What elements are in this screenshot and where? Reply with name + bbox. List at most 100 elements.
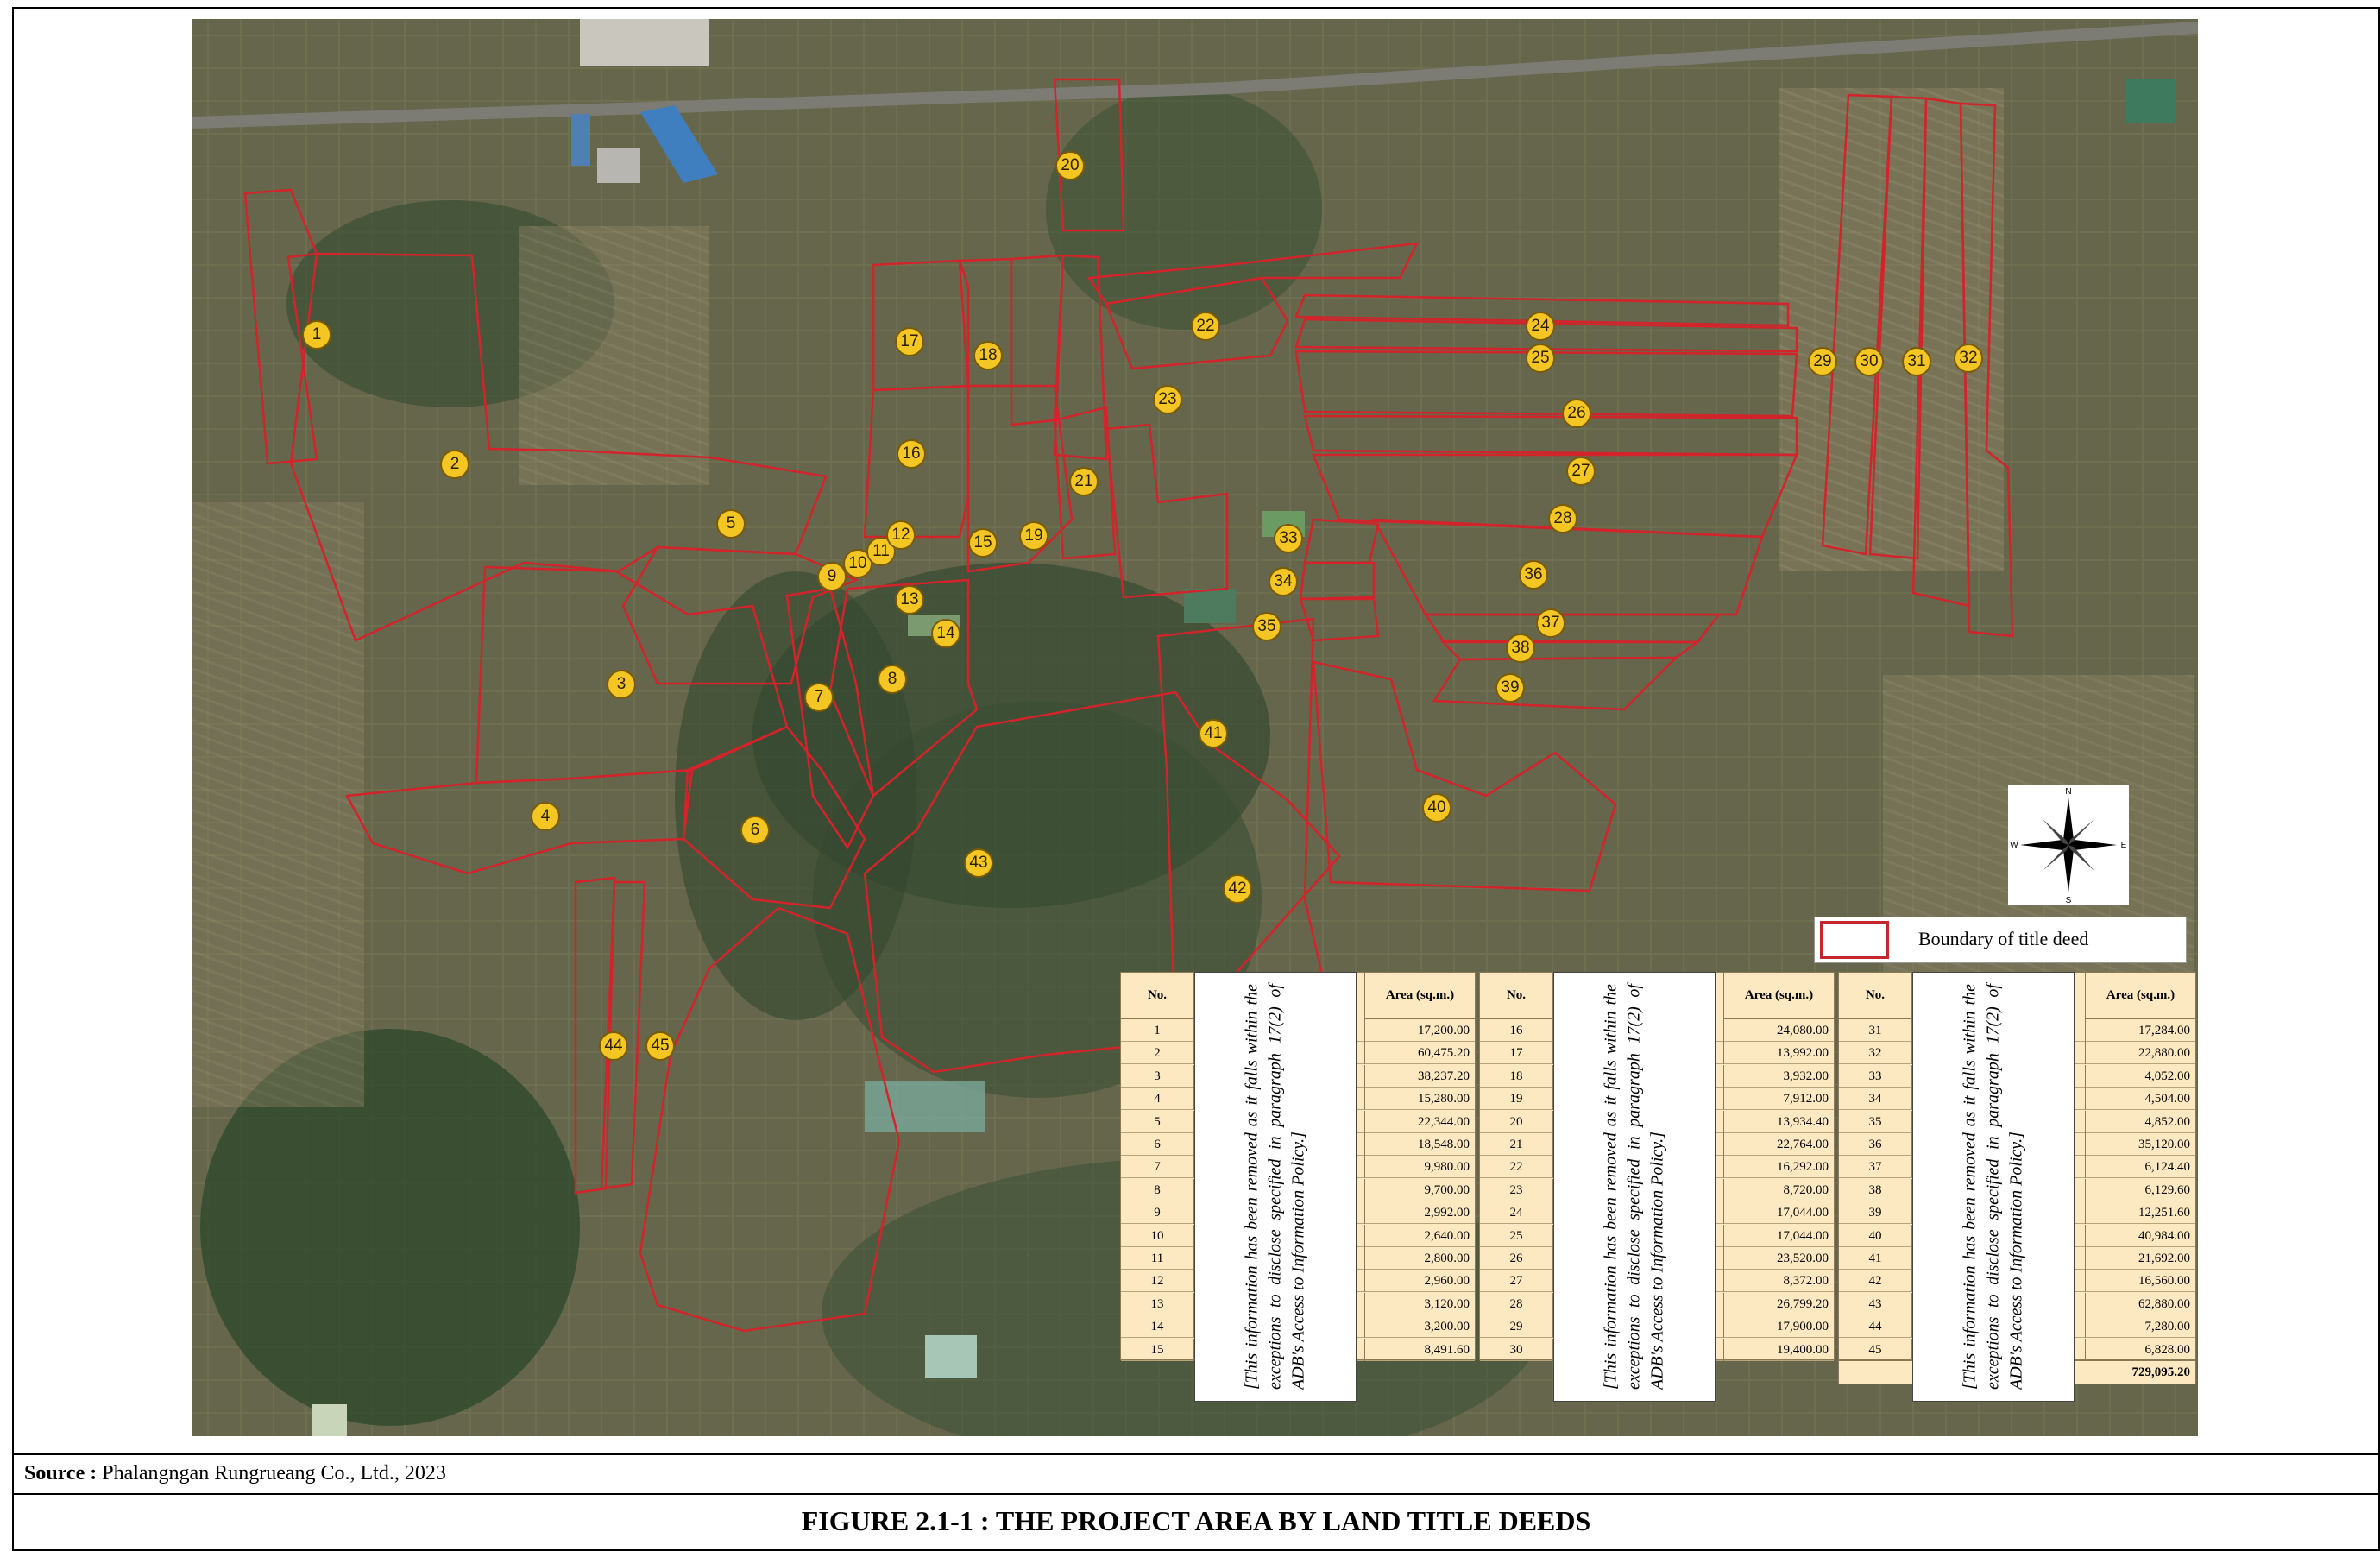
- parcel-marker-2[interactable]: 2: [440, 450, 469, 479]
- row-number: 5: [1121, 1110, 1194, 1133]
- parcel-marker-44[interactable]: 44: [599, 1031, 628, 1061]
- row-area: 17,284.00: [2085, 1019, 2195, 1042]
- row-area: 16,560.00: [2085, 1270, 2195, 1293]
- parcel-marker-6[interactable]: 6: [740, 816, 770, 845]
- parcel-marker-3[interactable]: 3: [607, 670, 636, 699]
- parcel-marker-34[interactable]: 34: [1269, 567, 1298, 596]
- parcel-marker-24[interactable]: 24: [1526, 312, 1555, 341]
- table-header-area: Area (sq.m.): [1364, 973, 1475, 1019]
- table-header-no: No.: [1839, 973, 1912, 1019]
- redacted-note: [This information has been removed as it…: [1242, 984, 1308, 1390]
- row-number: 45: [1839, 1338, 1912, 1361]
- row-number: 37: [1839, 1156, 1912, 1179]
- row-number: 20: [1480, 1110, 1553, 1133]
- row-number: 7: [1121, 1156, 1194, 1179]
- redacted-note: [This information has been removed as it…: [1960, 984, 2026, 1390]
- compass-west: W: [2010, 841, 2018, 850]
- parcel-marker-5[interactable]: 5: [716, 509, 746, 539]
- source-text: Phalangngan Rungrueang Co., Ltd., 2023: [97, 1462, 446, 1485]
- row-area: 6,828.00: [2085, 1338, 2195, 1361]
- highway: [192, 22, 2198, 129]
- parcel-marker-27[interactable]: 27: [1566, 457, 1596, 486]
- parcel-marker-9[interactable]: 9: [817, 562, 847, 591]
- parcel-marker-12[interactable]: 12: [886, 520, 916, 550]
- row-area: 2,960.00: [1364, 1270, 1475, 1293]
- row-area: 13,992.00: [1723, 1042, 1834, 1065]
- parcel-marker-15[interactable]: 15: [968, 528, 998, 558]
- parcel-marker-38[interactable]: 38: [1506, 634, 1535, 663]
- parcel-marker-28[interactable]: 28: [1548, 504, 1577, 533]
- parcel-marker-16[interactable]: 16: [897, 439, 926, 469]
- row-number: 41: [1839, 1247, 1912, 1270]
- row-number: 13: [1121, 1292, 1194, 1315]
- parcel-marker-39[interactable]: 39: [1495, 673, 1525, 703]
- parcel-marker-45[interactable]: 45: [645, 1031, 675, 1061]
- row-number: 38: [1839, 1178, 1912, 1201]
- row-number: 34: [1839, 1088, 1912, 1111]
- parcel-marker-41[interactable]: 41: [1199, 719, 1228, 748]
- row-number: 35: [1839, 1110, 1912, 1133]
- parcel-marker-30[interactable]: 30: [1854, 347, 1884, 376]
- source-row: Source : Phalangngan Rungrueang Co., Ltd…: [12, 1453, 2380, 1495]
- row-area: 19,400.00: [1723, 1338, 1834, 1361]
- table-header-area: Area (sq.m.): [1723, 973, 1834, 1019]
- row-number: 14: [1121, 1315, 1194, 1339]
- parcel-marker-42[interactable]: 42: [1223, 874, 1252, 904]
- row-area: 4,052.00: [2085, 1064, 2195, 1088]
- row-area: 13,934.40: [1723, 1110, 1834, 1133]
- row-area: 7,280.00: [2085, 1315, 2195, 1339]
- row-area: 22,880.00: [2085, 1042, 2195, 1065]
- row-number: 19: [1480, 1088, 1553, 1111]
- row-area: 6,129.60: [2085, 1178, 2195, 1201]
- row-area: 23,520.00: [1723, 1247, 1834, 1270]
- parcel-marker-21[interactable]: 21: [1069, 467, 1099, 496]
- factory-buildings: [571, 19, 718, 183]
- row-area: 9,700.00: [1364, 1178, 1475, 1201]
- parcel-marker-19[interactable]: 19: [1019, 521, 1048, 551]
- parcel-marker-40[interactable]: 40: [1422, 793, 1451, 823]
- row-area: 17,044.00: [1723, 1224, 1834, 1247]
- parcel-marker-32[interactable]: 32: [1954, 344, 1983, 373]
- parcel-marker-14[interactable]: 14: [931, 619, 960, 648]
- parcel-marker-20[interactable]: 20: [1055, 151, 1085, 180]
- parcel-marker-13[interactable]: 13: [895, 585, 924, 615]
- row-area: 8,491.60: [1364, 1338, 1475, 1361]
- row-area: 9,980.00: [1364, 1156, 1475, 1179]
- row-number: 4: [1121, 1088, 1194, 1111]
- row-area: 17,900.00: [1723, 1315, 1834, 1339]
- parcel-marker-43[interactable]: 43: [964, 848, 993, 878]
- parcel-marker-31[interactable]: 31: [1902, 347, 1931, 376]
- compass-icon: N S E W: [2010, 787, 2126, 905]
- parcel-marker-23[interactable]: 23: [1153, 385, 1182, 414]
- parcel-marker-25[interactable]: 25: [1526, 344, 1555, 373]
- parcel-marker-22[interactable]: 22: [1191, 312, 1220, 341]
- parcel-marker-18[interactable]: 18: [973, 341, 1003, 370]
- figure-title: FIGURE 2.1-1 : THE PROJECT AREA BY LAND …: [801, 1505, 1591, 1536]
- total-value: 729,095.20: [2131, 1365, 2191, 1379]
- parcel-marker-26[interactable]: 26: [1562, 399, 1591, 428]
- legend-label: Boundary of title deed: [1918, 928, 2089, 949]
- parcel-marker-17[interactable]: 17: [895, 327, 924, 356]
- parcel-marker-8[interactable]: 8: [878, 665, 907, 694]
- row-number: 22: [1480, 1156, 1553, 1179]
- row-number: 18: [1480, 1064, 1553, 1088]
- row-number: 40: [1839, 1224, 1912, 1247]
- row-number: 6: [1121, 1133, 1194, 1156]
- parcel-marker-35[interactable]: 35: [1252, 612, 1281, 641]
- parcel-marker-36[interactable]: 36: [1519, 560, 1548, 590]
- parcel-marker-10[interactable]: 10: [843, 549, 872, 578]
- row-number: 26: [1480, 1247, 1553, 1270]
- source-note: Source : Phalangngan Rungrueang Co., Ltd…: [24, 1462, 446, 1485]
- row-area: 22,764.00: [1723, 1133, 1834, 1156]
- parcel-marker-4[interactable]: 4: [531, 802, 560, 831]
- row-number: 27: [1480, 1270, 1553, 1293]
- parcel-marker-29[interactable]: 29: [1808, 347, 1837, 376]
- table-header-no: No.: [1480, 973, 1553, 1019]
- parcel-marker-37[interactable]: 37: [1536, 608, 1565, 638]
- parcel-marker-7[interactable]: 7: [804, 683, 834, 712]
- ponds: [312, 79, 2176, 1436]
- parcel-marker-1[interactable]: 1: [302, 320, 331, 350]
- parcel-marker-33[interactable]: 33: [1274, 524, 1303, 553]
- row-area: 3,932.00: [1723, 1064, 1834, 1088]
